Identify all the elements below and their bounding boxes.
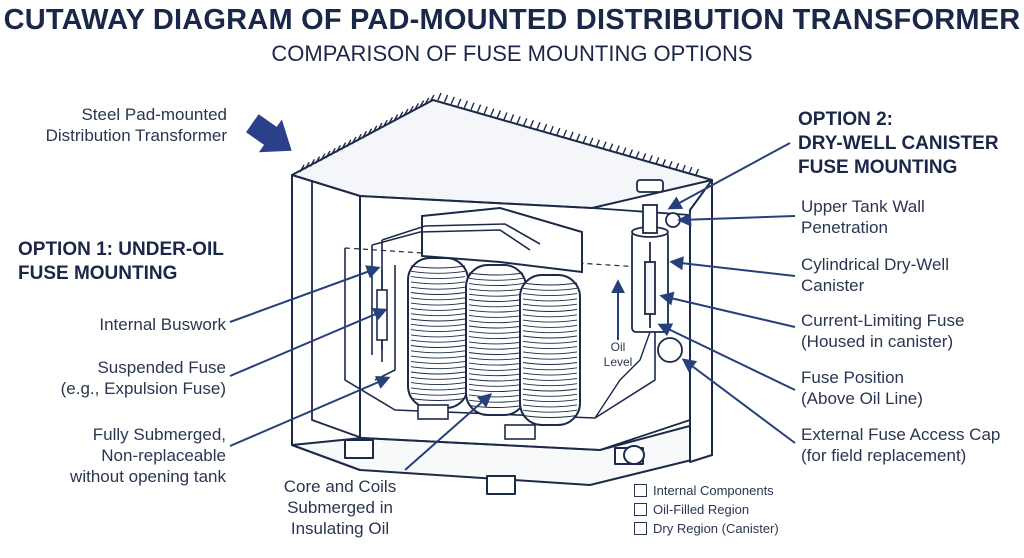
- legend-label: Oil-Filled Region: [653, 502, 750, 517]
- diagram-title: CUTAWAY DIAGRAM OF PAD-MOUNTED DISTRIBUT…: [3, 4, 1021, 36]
- legend-swatch-icon: [634, 522, 647, 535]
- diagram-subtitle: COMPARISON OF FUSE MOUNTING OPTIONS: [271, 41, 753, 66]
- legend: Internal Components Oil-Filled Region Dr…: [634, 481, 779, 538]
- label-current-limiting: Current-Limiting Fuse (Housed in caniste…: [801, 311, 965, 351]
- legend-swatch-icon: [634, 503, 647, 516]
- legend-item-dry: Dry Region (Canister): [634, 519, 779, 538]
- cooling-fins: [299, 92, 700, 177]
- tank-foot-center: [486, 475, 516, 495]
- label-external-cap: External Fuse Access Cap (for field repl…: [801, 425, 1001, 465]
- label-fully-submerged: Fully Submerged, Non-replaceable without…: [70, 425, 226, 486]
- coil-winding: [407, 257, 469, 409]
- core-base-bracket: [417, 404, 449, 420]
- core-top: [421, 206, 583, 274]
- coil-winding: [519, 274, 581, 426]
- drain-valve: [623, 445, 645, 465]
- label-oil-level: Oil Level: [603, 340, 633, 369]
- pointer-lines: [229, 142, 796, 471]
- inner-tank: [311, 180, 691, 451]
- legend-label: Dry Region (Canister): [653, 521, 779, 536]
- label-core-coils: Core and Coils Submerged in Insulating O…: [283, 477, 397, 538]
- label-cylindrical-drywell: Cylindrical Dry-Well Canister: [801, 255, 949, 295]
- external-access-cap: [657, 337, 683, 363]
- tank-right-wall: [689, 179, 713, 463]
- legend-label: Internal Components: [653, 483, 774, 498]
- label-fuse-position: Fuse Position (Above Oil Line): [801, 368, 923, 408]
- suspended-fuse: [376, 289, 388, 341]
- label-upper-tank-wall: Upper Tank Wall Penetration: [801, 197, 925, 237]
- label-steel-transformer: Steel Pad-mounted Distribution Transform…: [45, 105, 227, 145]
- canister-fuse: [644, 261, 656, 315]
- transformer-tank: [291, 92, 713, 495]
- legend-swatch-icon: [634, 484, 647, 497]
- penetration-bushing: [665, 212, 681, 228]
- legend-item-internal: Internal Components: [634, 481, 779, 500]
- coil-winding: [465, 264, 527, 416]
- label-internal-buswork: Internal Buswork: [99, 315, 226, 334]
- label-suspended-fuse: Suspended Fuse (e.g., Expulsion Fuse): [60, 358, 226, 398]
- transformer-arrow: [246, 114, 292, 153]
- label-option2: OPTION 2: DRY-WELL CANISTER FUSE MOUNTIN…: [798, 109, 999, 178]
- tank-foot-left: [344, 439, 374, 459]
- legend-item-oil: Oil-Filled Region: [634, 500, 779, 519]
- label-option1: OPTION 1: UNDER-OIL FUSE MOUNTING: [18, 239, 224, 284]
- core-and-coils: [407, 206, 583, 440]
- dry-well-canister: [594, 179, 683, 419]
- canister-neck: [642, 204, 658, 234]
- canister-cap-top: [636, 179, 664, 193]
- core-base-bracket-2: [504, 424, 536, 440]
